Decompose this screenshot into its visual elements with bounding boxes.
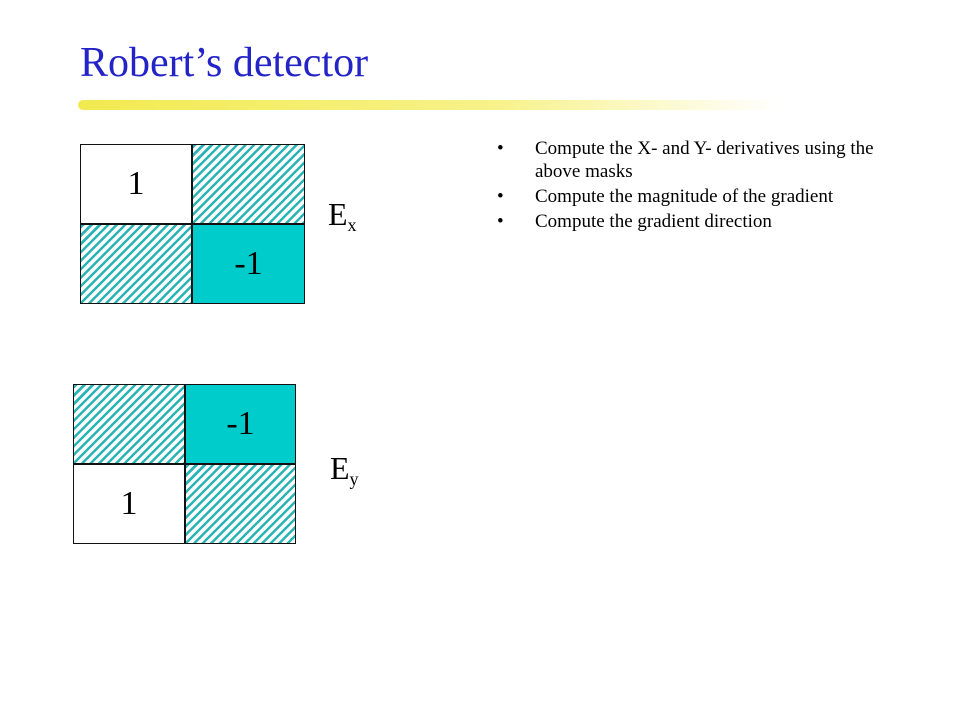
ey-label-main: E <box>330 450 350 486</box>
bullet-dot-icon: • <box>497 186 504 207</box>
ex-mask-cell-top-left: 1 <box>80 144 192 224</box>
ey-label-subscript: y <box>349 469 359 489</box>
slide-title: Robert’s detector <box>80 40 369 86</box>
bullet-text: Compute the X- and Y- derivatives using … <box>535 138 874 182</box>
ey-label: Ey <box>330 452 359 488</box>
ex-label: Ex <box>328 198 357 234</box>
ex-mask-cell-top-right <box>192 144 305 224</box>
ey-mask-cell-bottom-left: 1 <box>73 464 185 544</box>
ey-mask-cell-top-left <box>73 384 185 464</box>
bullet-item: • Compute the magnitude of the gradient <box>495 185 895 208</box>
bullet-text: Compute the gradient direction <box>535 211 772 232</box>
ey-mask-cell-bottom-right <box>185 464 296 544</box>
ex-mask-cell-bottom-right: -1 <box>192 224 305 304</box>
bullet-dot-icon: • <box>497 138 504 159</box>
bullet-item: • Compute the X- and Y- derivatives usin… <box>495 137 895 183</box>
bullet-item: • Compute the gradient direction <box>495 210 895 233</box>
ex-label-subscript: x <box>347 215 357 235</box>
bullet-text: Compute the magnitude of the gradient <box>535 186 834 207</box>
bullet-dot-icon: • <box>497 211 504 232</box>
ex-label-main: E <box>328 196 348 232</box>
ex-mask-cell-bottom-left <box>80 224 192 304</box>
ey-mask-cell-top-right: -1 <box>185 384 296 464</box>
title-underline <box>78 100 778 110</box>
bullet-list: • Compute the X- and Y- derivatives usin… <box>495 137 895 235</box>
